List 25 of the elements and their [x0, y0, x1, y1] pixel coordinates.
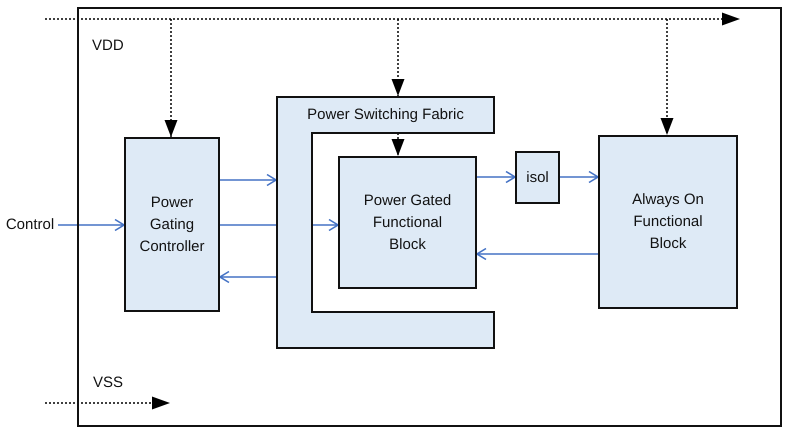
- rail-label: VSS: [93, 373, 124, 393]
- block-label: Power Gated Functional Block: [362, 190, 452, 254]
- arrow: [58, 218, 125, 232]
- boundary-box: [77, 7, 782, 427]
- dotted-arrow: [164, 19, 178, 137]
- connector-line: [220, 224, 276, 226]
- block-label: Power Gating Controller: [138, 192, 206, 256]
- arrow: [219, 270, 276, 284]
- block-label: Power Switching Fabric: [307, 105, 464, 125]
- arrow: [220, 174, 277, 186]
- block-box: [338, 156, 477, 289]
- rail-label: VDD: [92, 36, 124, 56]
- arrow: [312, 218, 339, 232]
- block-label: Always On Functional Block: [631, 190, 705, 254]
- arrow: [476, 248, 598, 260]
- dotted-arrow: [660, 19, 674, 135]
- arrow: [560, 170, 599, 184]
- signal-label: Control: [2, 214, 58, 236]
- block-box: [515, 151, 560, 204]
- dotted-arrow: [392, 19, 404, 96]
- block-label: isol: [526, 168, 549, 188]
- block-box: [124, 137, 220, 312]
- block-box: [598, 135, 738, 309]
- arrow: [477, 170, 516, 184]
- dotted-arrow: [392, 133, 404, 156]
